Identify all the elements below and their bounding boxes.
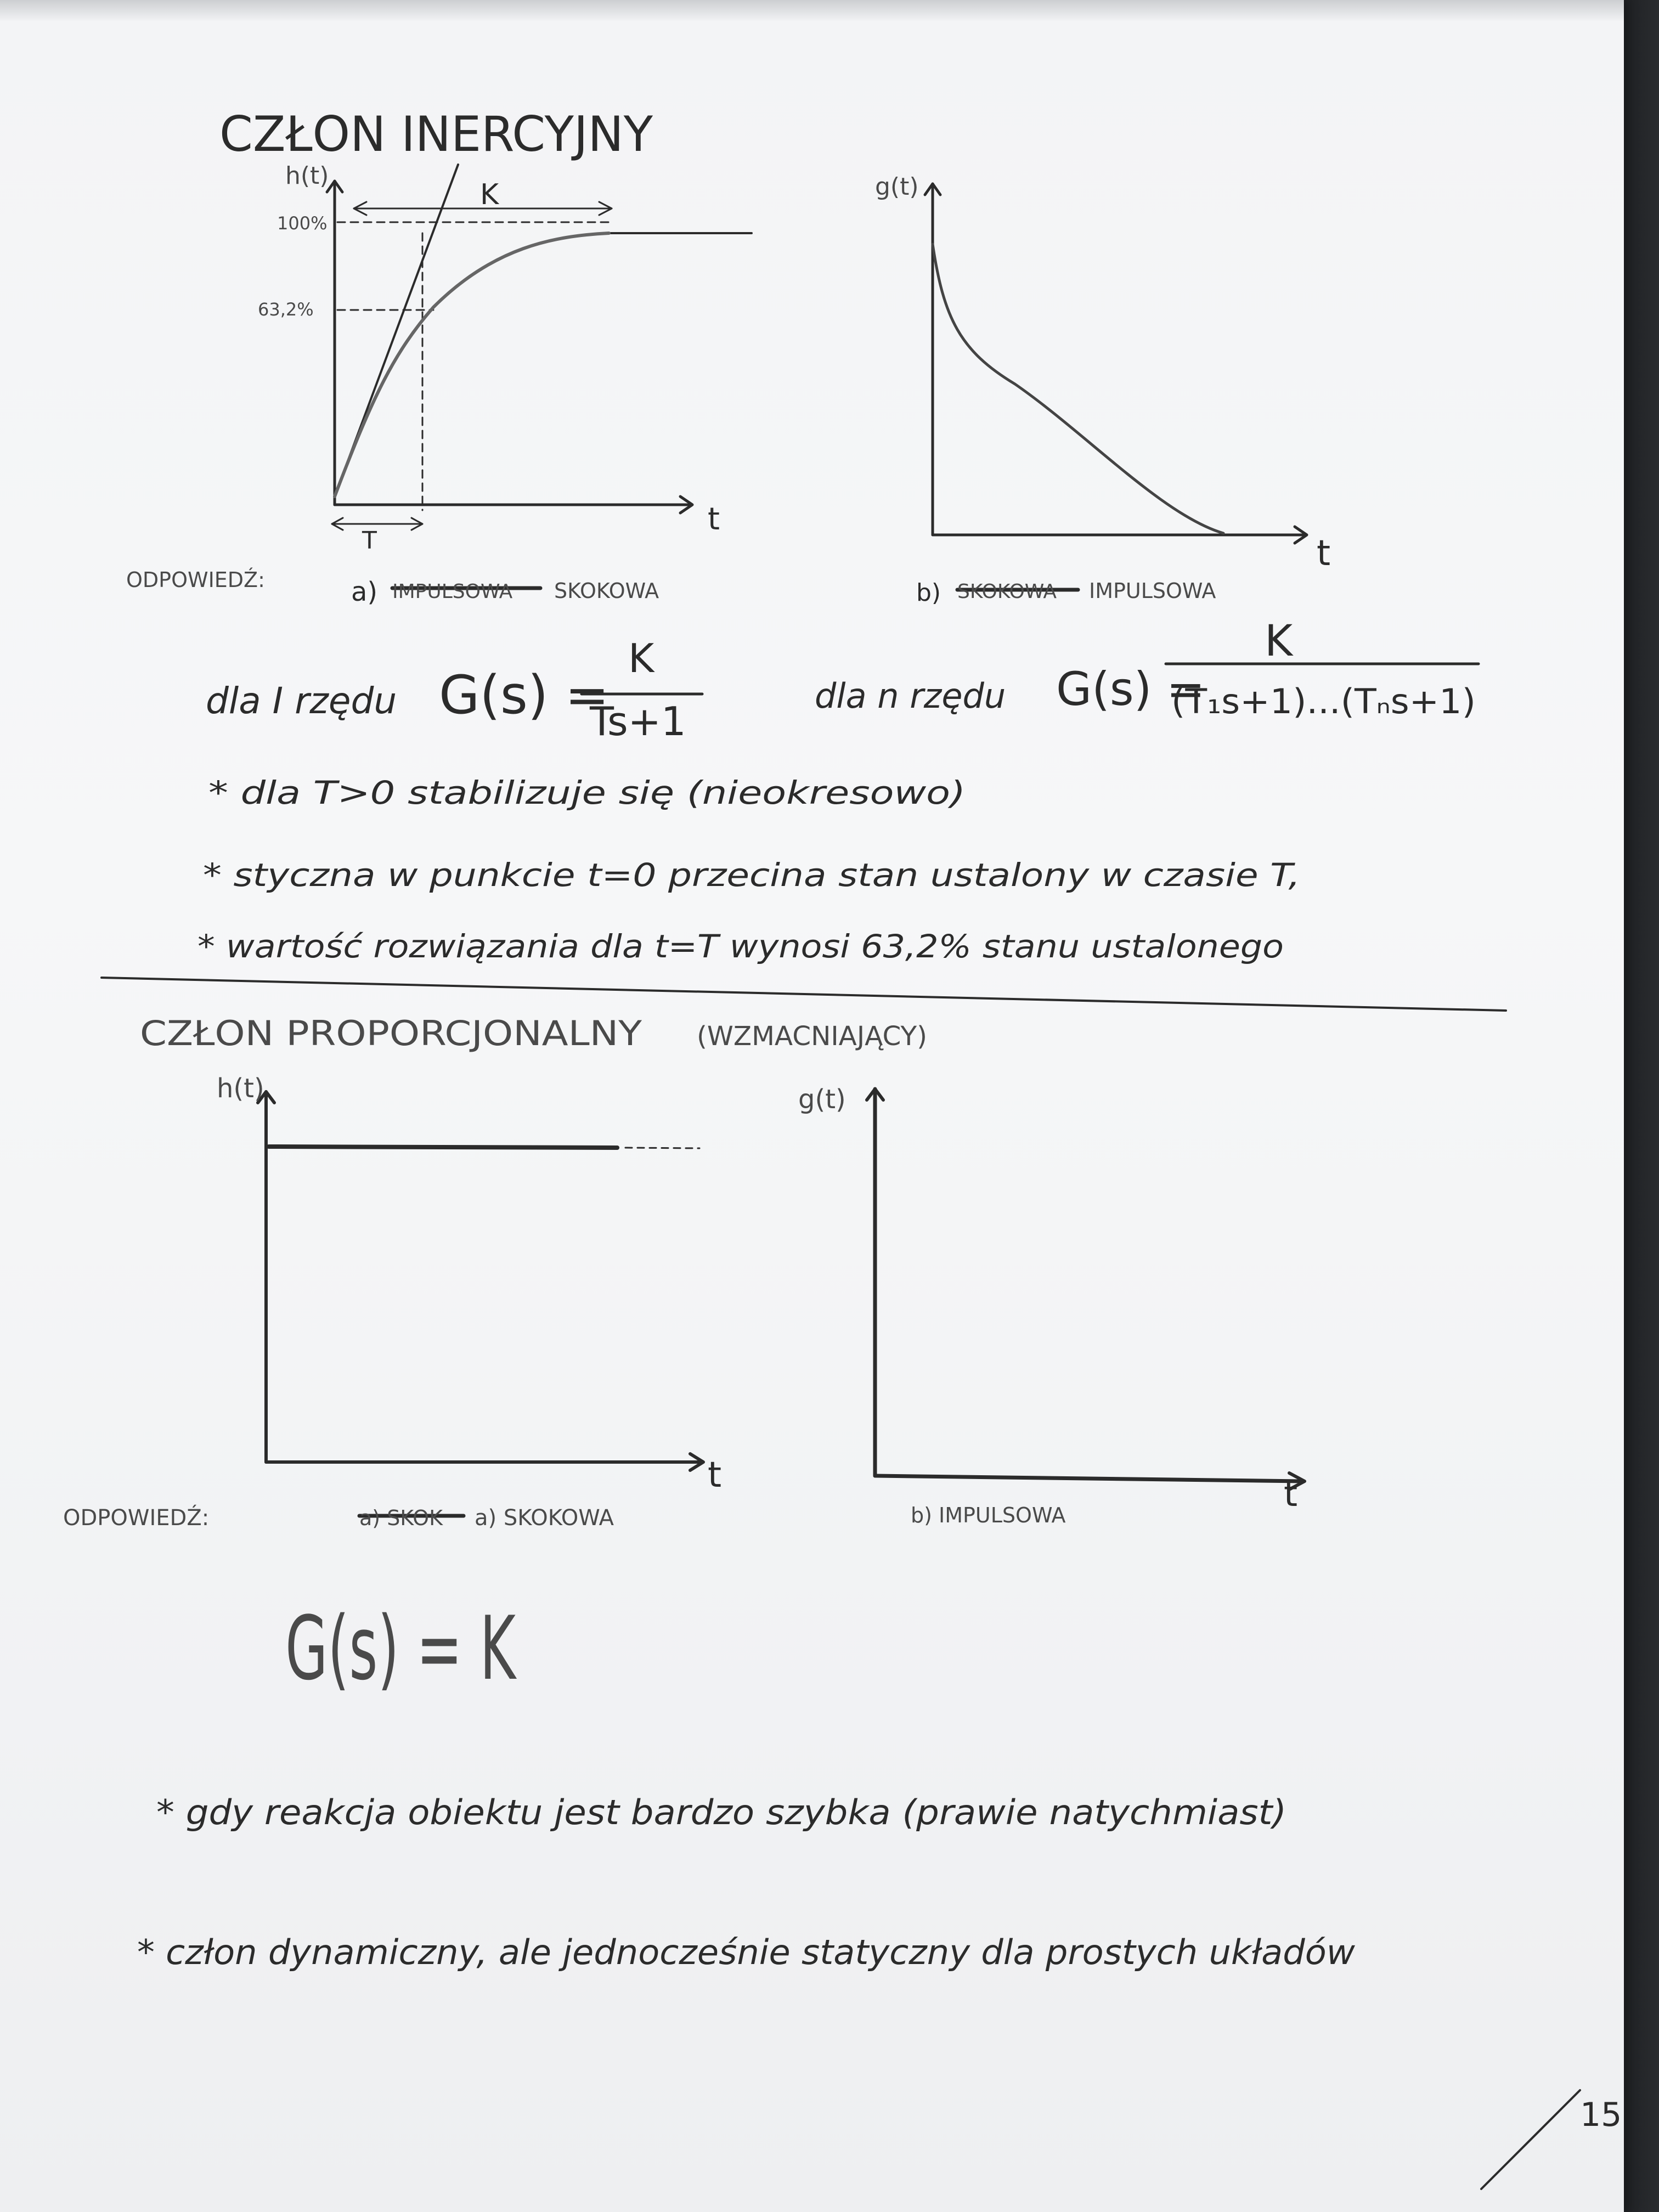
axis-label-h: h(t)	[285, 162, 329, 190]
formula2-prefix: dla n rzędu	[815, 676, 1006, 716]
answer-b-prefix: b)	[916, 579, 941, 607]
formula2-numerator: K	[1265, 617, 1294, 666]
gain-label: K	[480, 178, 500, 211]
answer-a-prefix: a)	[351, 577, 377, 607]
formula2-lhs: G(s) =	[1056, 662, 1205, 716]
page-number: 15	[1580, 2096, 1622, 2134]
formula1-prefix: dla I rzędu	[206, 680, 397, 722]
axis-label-t: t	[1317, 533, 1330, 574]
axis-label-t: t	[708, 1455, 721, 1496]
answer-b-struck: SKOKOWA	[957, 580, 1057, 603]
answer-a-struck: a) SKOK	[359, 1506, 443, 1530]
note-item: * wartość rozwiązania dla t=T wynosi 63,…	[198, 928, 1284, 965]
axis-label-g: g(t)	[798, 1084, 846, 1115]
time-constant-label: T	[362, 527, 377, 555]
answer-a-struck: IMPULSOWA	[392, 580, 513, 603]
answer-label: ODPOWIEDŹ:	[63, 1504, 209, 1531]
formula1-denominator: Ts+1	[589, 698, 686, 744]
axis-label-h: h(t)	[217, 1073, 264, 1104]
note-item: * gdy reakcja obiektu jest bardzo szybka…	[156, 1792, 1286, 1832]
axis-label-t: t	[1284, 1474, 1297, 1515]
section-title-inertial: CZŁON INERCYJNY	[219, 106, 653, 162]
answer-a: a) SKOKOWA	[475, 1505, 614, 1531]
formula1-lhs: G(s) =	[439, 664, 609, 726]
note-item: * styczna w punkcie t=0 przecina stan us…	[203, 856, 1300, 894]
proportional-impulse-response-graph	[865, 1087, 1306, 1491]
inertial-step-response-graph	[325, 163, 753, 531]
page-corner-line	[1480, 2089, 1581, 2190]
tick-63-2: 63,2%	[258, 299, 314, 320]
notebook-page	[0, 0, 1624, 2212]
note-item: * dla T>0 stabilizuje się (nieokresowo)	[208, 774, 966, 811]
section-title-proportional: CZŁON PROPORCJONALNY	[140, 1013, 642, 1053]
axis-label-g: g(t)	[875, 173, 919, 201]
answer-b: b) IMPULSOWA	[911, 1503, 1065, 1527]
proportional-step-response-graph	[256, 1090, 705, 1472]
section-subtitle: (WZMACNIAJĄCY)	[697, 1021, 927, 1052]
note-item: * człon dynamiczny, ale jednocześnie sta…	[137, 1932, 1355, 1972]
answer-b: IMPULSOWA	[1089, 579, 1216, 603]
answer-a: SKOKOWA	[554, 579, 659, 603]
axis-label-t: t	[708, 501, 720, 537]
inertial-impulse-response-graph	[923, 182, 1308, 545]
formula-proportional: G(s) = K	[285, 1597, 517, 1700]
tick-100: 100%	[277, 213, 327, 234]
formula2-denominator: (T₁s+1)...(Tₙs+1)	[1171, 681, 1476, 721]
formula1-numerator: K	[628, 635, 655, 681]
answer-label: ODPOWIEDŹ:	[126, 568, 265, 592]
section-divider	[100, 977, 1507, 1012]
